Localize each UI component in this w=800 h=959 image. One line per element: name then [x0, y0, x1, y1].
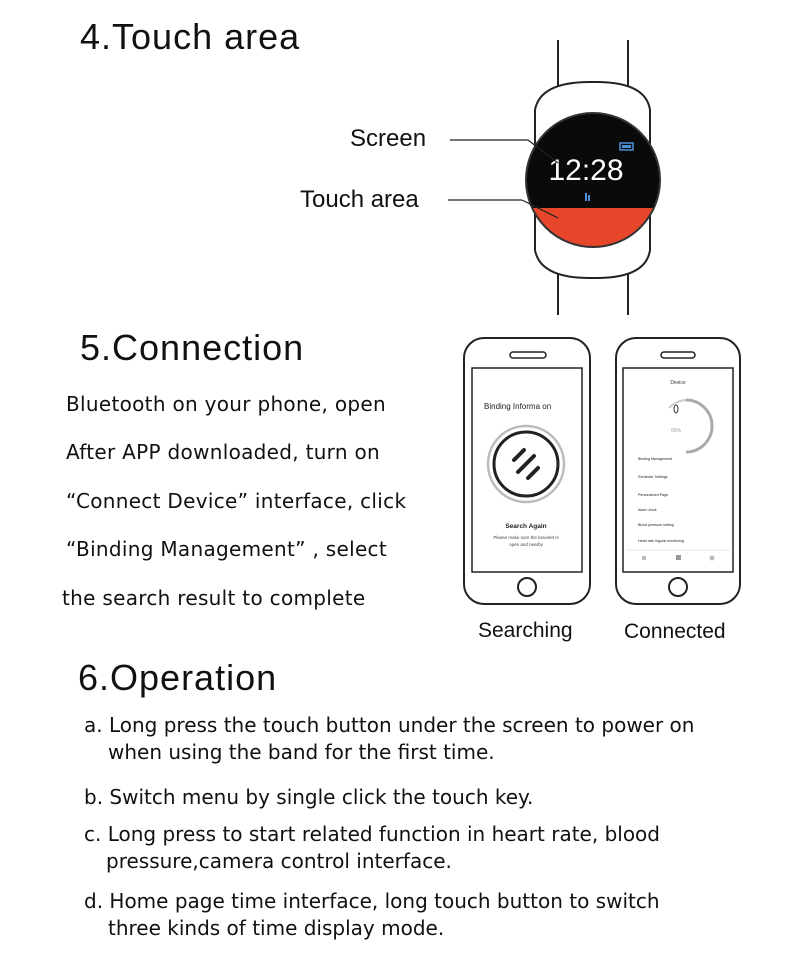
watch-time: 12:28 [548, 154, 623, 187]
tab-icon [676, 555, 681, 560]
svg-text:Reminder Settings[interactable]: Reminder Settings [638, 475, 668, 479]
screen-label: Screen [350, 125, 427, 152]
connection-line-1: Bluetooth on your phone, open [66, 392, 386, 416]
connected-caption: Connected [624, 620, 726, 643]
watch-illustration: 12:28 [448, 40, 661, 315]
svg-text:Blood pressure setting[interactable]: Blood pressure setting [638, 523, 674, 527]
operation-item-c: c. Long press to start related function … [84, 822, 660, 873]
phone-searching: Binding Informa on Search Again Please m… [463, 337, 591, 605]
connection-line-4: “Binding Management” , select [66, 537, 387, 561]
home-button [668, 577, 688, 597]
tab-icon [709, 555, 715, 561]
searching-caption: Searching [478, 619, 573, 642]
phone-connected: Device 55% Binding Management Reminder S… [615, 337, 741, 605]
search-again[interactable]: Search Again [505, 523, 546, 530]
svg-text:Binding Management[interactable]: Binding Management [638, 457, 672, 461]
connection-line-5: the search result to complete [62, 586, 366, 610]
svg-text:55%: 55% [671, 428, 682, 434]
connection-line-3: “Connect Device” interface, click [66, 489, 407, 513]
steps-icon [585, 193, 590, 201]
tab-icon [642, 556, 646, 560]
touch-area-label: Touch area [300, 186, 419, 213]
home-button [517, 577, 537, 597]
svg-text:Personalized Page[interactable]: Personalized Page [638, 493, 668, 497]
operation-item-d: d. Home page time interface, long touch … [84, 889, 660, 940]
touch-area-heading: 4.Touch area [80, 16, 301, 57]
svg-text:Heart rate regular monitoring[interactable]: Heart rate regular monitoring [638, 539, 684, 543]
svg-text:Please make sure the bracelet: Please make sure the bracelet is [493, 535, 559, 540]
operation-heading: 6.Operation [78, 657, 278, 698]
operation-item-b: b. Switch menu by single click the touch… [84, 785, 534, 809]
connection-heading: 5.Connection [80, 327, 305, 368]
binding-title: Binding Informa on [484, 402, 551, 411]
svg-text:Device: Device [670, 380, 686, 386]
svg-text:Alarm clock[interactable]: Alarm clock [638, 508, 657, 512]
operation-item-a: a. Long press the touch button under the… [84, 713, 695, 764]
svg-text:open and nearby: open and nearby [509, 542, 544, 547]
link-icon [512, 448, 540, 480]
connection-line-2: After APP downloaded, turn on [66, 440, 381, 464]
